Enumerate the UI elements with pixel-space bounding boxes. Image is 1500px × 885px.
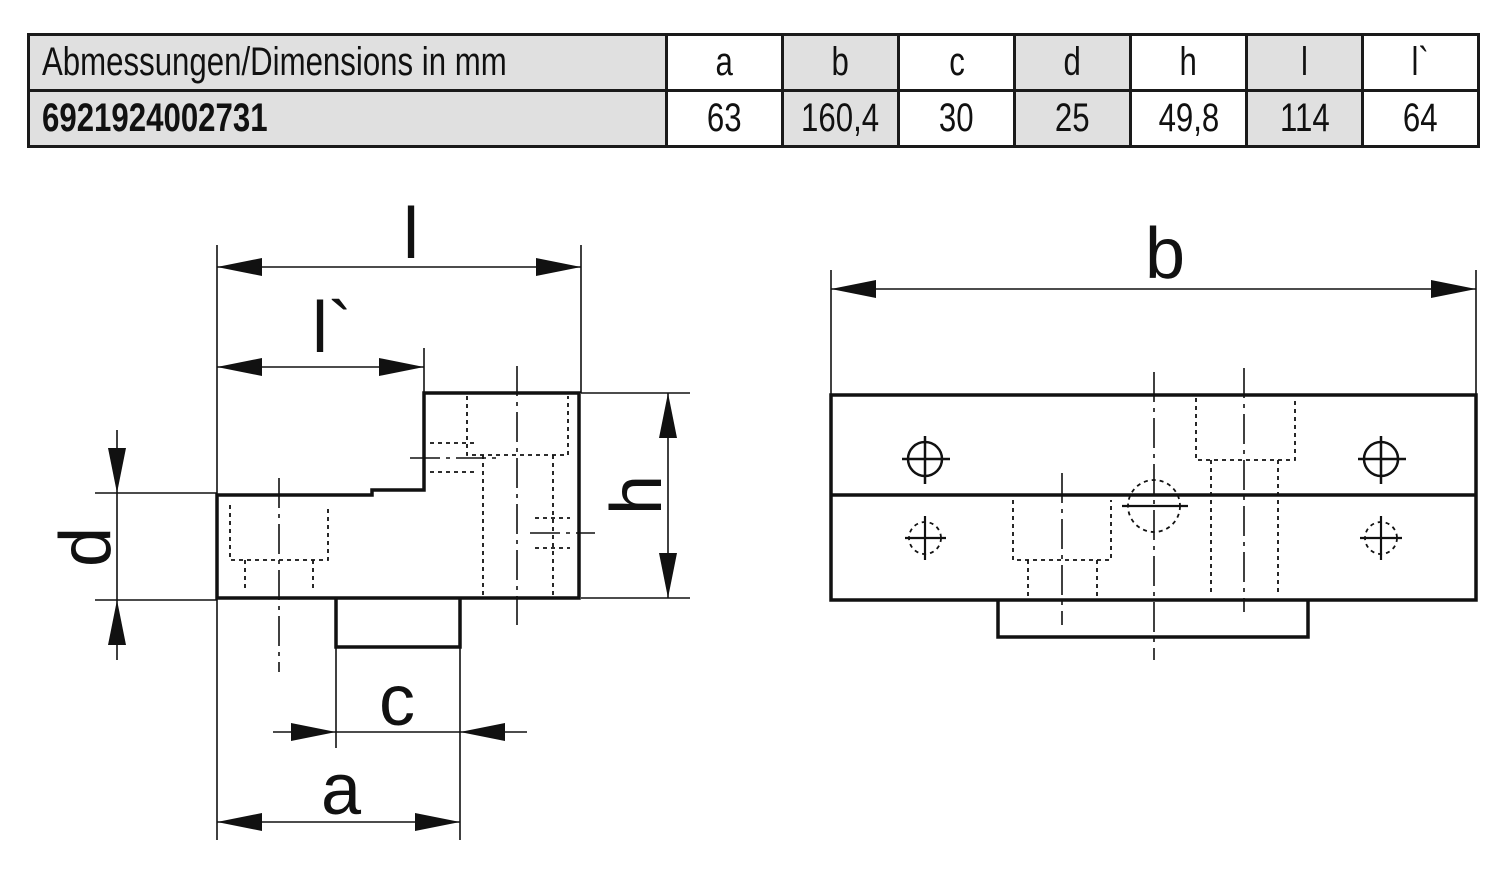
- value-a: 63: [665, 89, 784, 148]
- column-header-d: d: [1013, 33, 1132, 92]
- column-header-l-prime: l`: [1361, 33, 1480, 92]
- side-view-outline: [215, 391, 581, 600]
- counterbore-symbol-right: [1358, 436, 1406, 484]
- article-number: 6921924002731: [27, 89, 668, 148]
- side-view: [215, 366, 595, 672]
- front-view-tongue: [996, 600, 1310, 639]
- dimension-label-a: a: [321, 750, 362, 830]
- column-header-h: h: [1129, 33, 1248, 92]
- value-b: 160,4: [781, 89, 900, 148]
- value-l: 114: [1245, 89, 1364, 148]
- front-view-dimensions: [830, 270, 1477, 395]
- front-view: [829, 368, 1478, 660]
- dimension-label-b: b: [1145, 214, 1185, 294]
- column-header-l: l: [1245, 33, 1364, 92]
- side-view-tongue: [334, 598, 462, 649]
- side-view-dimensions: [95, 245, 690, 840]
- value-d: 25: [1013, 89, 1132, 148]
- value-h: 49,8: [1129, 89, 1248, 148]
- column-header-c: c: [897, 33, 1016, 92]
- dimensions-table: Abmessungen/Dimensions in mm a b c d h l…: [27, 33, 1480, 148]
- dimension-label-d: d: [46, 527, 126, 567]
- column-header-a: a: [665, 33, 784, 92]
- column-header-b: b: [781, 33, 900, 92]
- table-row: 6921924002731 63 160,4 30 25 49,8 114 64: [27, 89, 1480, 148]
- value-c: 30: [897, 89, 1016, 148]
- value-l-prime: 64: [1361, 89, 1480, 148]
- dimension-label-c: c: [379, 661, 415, 741]
- table-header-row: Abmessungen/Dimensions in mm a b c d h l…: [27, 33, 1480, 92]
- counterbore-symbol-left: [902, 436, 950, 484]
- dimension-label-l-prime: l`: [312, 288, 352, 368]
- dimension-label-l: l: [403, 194, 419, 274]
- table-header-label: Abmessungen/Dimensions in mm: [27, 33, 668, 92]
- dimension-label-h: h: [597, 475, 677, 515]
